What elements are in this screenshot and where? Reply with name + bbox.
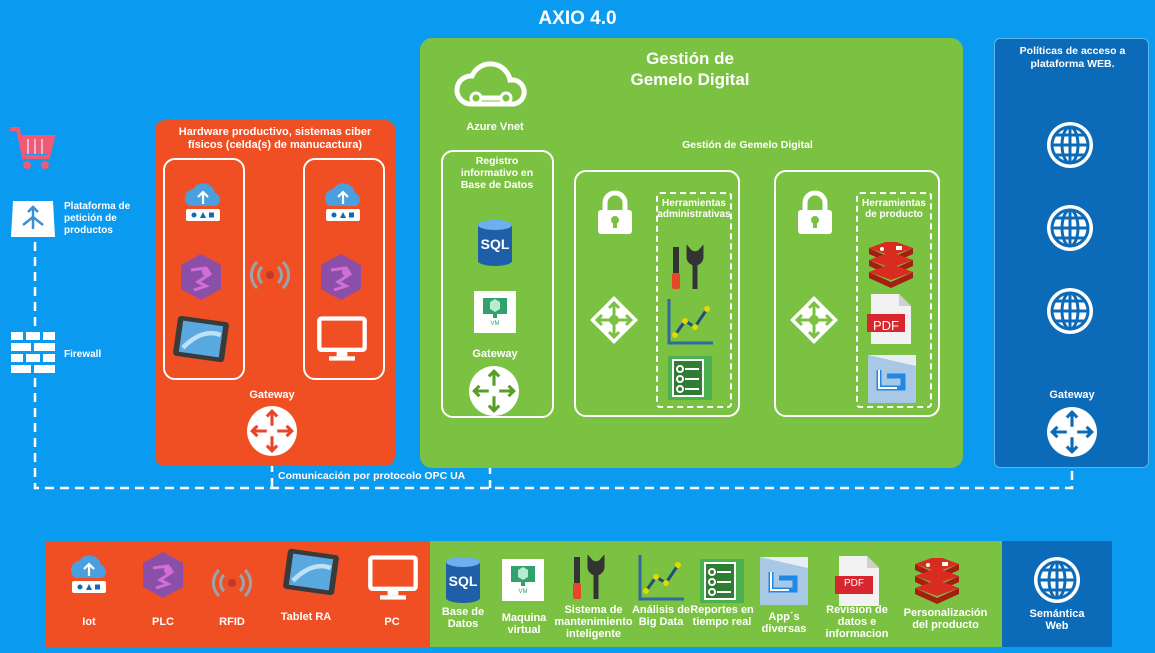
opc-ua-label: Comunicación por protocolo OPC UA <box>278 470 466 482</box>
product-tools-label: Herramientas de producto <box>862 198 926 220</box>
plc-icon <box>176 252 226 302</box>
product-box <box>774 170 940 417</box>
tablet-icon <box>173 316 229 362</box>
wrench-icon <box>663 243 713 293</box>
monitor-icon <box>366 554 420 602</box>
admin-tools-box <box>656 192 732 408</box>
hub-router-icon[interactable] <box>789 295 839 345</box>
tablet-icon <box>283 548 339 596</box>
bottom-label-semantic-web: Semántica Web <box>1029 608 1085 632</box>
page-title: AXIO 4.0 <box>538 8 617 29</box>
bottom-devices-strip <box>46 541 430 647</box>
iot-cloud-icon <box>318 176 368 226</box>
load-balancer-icon[interactable] <box>9 199 57 239</box>
plc-icon <box>138 550 188 600</box>
redis-icon <box>866 242 916 288</box>
twin-title-line1: Gestión de <box>646 49 734 68</box>
globe-icon[interactable] <box>1045 286 1095 336</box>
line-chart-icon <box>665 297 715 347</box>
registry-box <box>441 150 554 418</box>
product-tools-box <box>856 192 932 408</box>
hub-router-icon[interactable] <box>589 295 639 345</box>
gateway-router-icon[interactable] <box>246 405 298 457</box>
shopping-cart-icon[interactable] <box>8 125 56 171</box>
twin-title-line2: Gemelo Digital <box>630 70 750 89</box>
pdf-text: PDF <box>873 318 899 333</box>
app-icon <box>866 354 918 404</box>
bottom-label-tablet: Tablet RA <box>280 611 332 623</box>
admin-box <box>574 170 740 417</box>
bottom-label-bigdata: Análisis de Big Data <box>631 604 691 628</box>
bottom-label-maintenance: Sistema de mantenimiento inteligente <box>554 604 633 640</box>
iot-cloud-icon <box>64 548 114 598</box>
cell-box-left <box>163 158 245 380</box>
app-icon <box>758 556 810 606</box>
bottom-sql-text: SQL <box>448 573 478 589</box>
report-icon <box>699 558 745 604</box>
bottom-label-personalization: Personalización del producto <box>903 607 988 631</box>
bottom-label-vm: Maquina virtual <box>501 612 547 636</box>
bottom-label-database: Base de Datos <box>441 606 485 630</box>
hardware-gateway-label: Gateway <box>249 389 295 401</box>
twin-title: Gestión de Gemelo Digital <box>600 48 780 90</box>
monitor-icon <box>315 315 369 363</box>
line-chart-icon <box>636 553 686 603</box>
platform-label: Plataforma de petición de productos <box>64 201 131 236</box>
redis-icon <box>912 558 962 604</box>
globe-icon[interactable] <box>1045 203 1095 253</box>
rfid-icon <box>250 255 290 295</box>
virtual-machine-icon <box>473 290 517 334</box>
bottom-label-iot: Iot <box>82 616 96 628</box>
registry-gateway-label: Gateway <box>472 348 518 360</box>
bottom-label-review: Revision de datos e informacion <box>825 604 889 640</box>
registry-label: Registro informativo en Base de Datos <box>460 155 534 191</box>
firewall-icon <box>11 332 55 373</box>
bottom-vm-text: VM <box>518 589 528 595</box>
wrench-icon <box>564 553 614 603</box>
gateway-router-icon[interactable] <box>468 365 520 417</box>
gateway-router-icon[interactable] <box>1046 406 1098 458</box>
azure-cloud-icon <box>454 61 527 107</box>
web-access-panel <box>994 38 1149 468</box>
azure-label: Azure Vnet <box>466 121 524 133</box>
cell-box-right <box>303 158 385 380</box>
firewall-label: Firewall <box>64 349 102 360</box>
iot-cloud-icon <box>178 176 228 226</box>
admin-tools-label: Herramientas administrativas <box>657 198 731 220</box>
report-icon <box>667 355 713 401</box>
bottom-label-apps: App´s diversas <box>761 611 807 635</box>
bottom-label-plc: PLC <box>152 616 174 628</box>
bottom-label-rfid: RFID <box>219 616 245 628</box>
rfid-icon <box>212 563 252 603</box>
bottom-label-reports: Reportes en tiempo real <box>690 604 754 628</box>
vm-text: VM <box>490 321 500 327</box>
hardware-title: Hardware productivo, sistemas ciber físi… <box>178 126 372 151</box>
web-gateway-label: Gateway <box>1049 389 1095 401</box>
lock-icon <box>795 190 835 236</box>
twin-subtitle: Gestión de Gemelo Digital <box>682 139 813 151</box>
bottom-pdf-text: PDF <box>844 578 864 589</box>
globe-icon <box>1032 555 1082 605</box>
sql-text: SQL <box>480 236 510 252</box>
bottom-label-pc: PC <box>384 616 400 628</box>
globe-icon[interactable] <box>1045 120 1095 170</box>
web-title: Políticas de acceso a plataforma WEB. <box>1019 45 1126 70</box>
lock-icon <box>595 190 635 236</box>
plc-icon <box>316 252 366 302</box>
virtual-machine-icon <box>501 558 545 602</box>
